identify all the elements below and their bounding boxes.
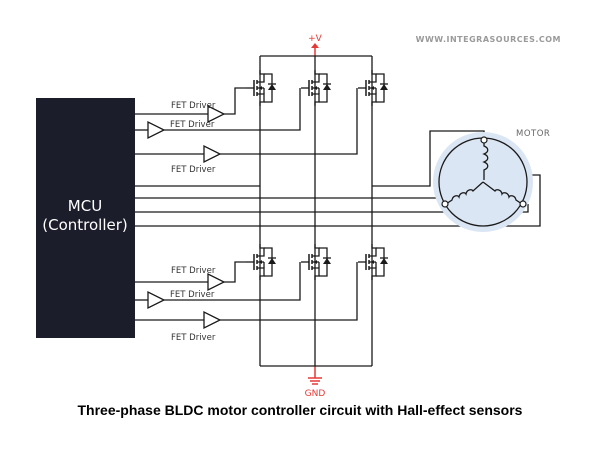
low-driver-label-1: FET Driver	[171, 266, 216, 276]
mcu-label-line2: (Controller)	[42, 216, 128, 234]
low-driver-label-3: FET Driver	[171, 333, 216, 343]
watermark: WWW.INTEGRASOURCES.COM	[416, 35, 561, 44]
high-driver-label-3: FET Driver	[171, 165, 216, 175]
low-driver-2	[147, 291, 165, 309]
mosfet-high-1	[245, 69, 277, 107]
supply-label: +V	[308, 34, 323, 44]
high-driver-label-1: FET Driver	[171, 101, 216, 111]
mosfet-low-1	[245, 243, 277, 281]
low-driver-3	[203, 311, 221, 329]
high-driver-label-2: FET Driver	[170, 120, 215, 130]
supply-arrow-icon	[311, 43, 319, 56]
high-driver-2	[147, 121, 165, 139]
ground-icon	[308, 366, 322, 385]
figure-caption: Three-phase BLDC motor controller circui…	[77, 402, 523, 418]
power-rails	[259, 55, 373, 367]
mcu-label-line1: MCU	[68, 197, 102, 215]
low-driver-wiring	[135, 261, 358, 321]
mosfet-high-2	[300, 69, 332, 107]
low-driver-1	[207, 273, 225, 291]
low-driver-label-2: FET Driver	[170, 290, 215, 300]
motor-icon	[433, 132, 533, 232]
ground-label: GND	[305, 389, 326, 399]
motor-label: MOTOR	[516, 129, 550, 139]
mosfet-high-3	[357, 69, 389, 107]
high-driver-3	[203, 145, 221, 163]
high-driver-wiring	[135, 87, 358, 155]
mcu-block	[36, 98, 135, 338]
mosfet-low-3	[357, 243, 389, 281]
mosfet-low-2	[300, 243, 332, 281]
